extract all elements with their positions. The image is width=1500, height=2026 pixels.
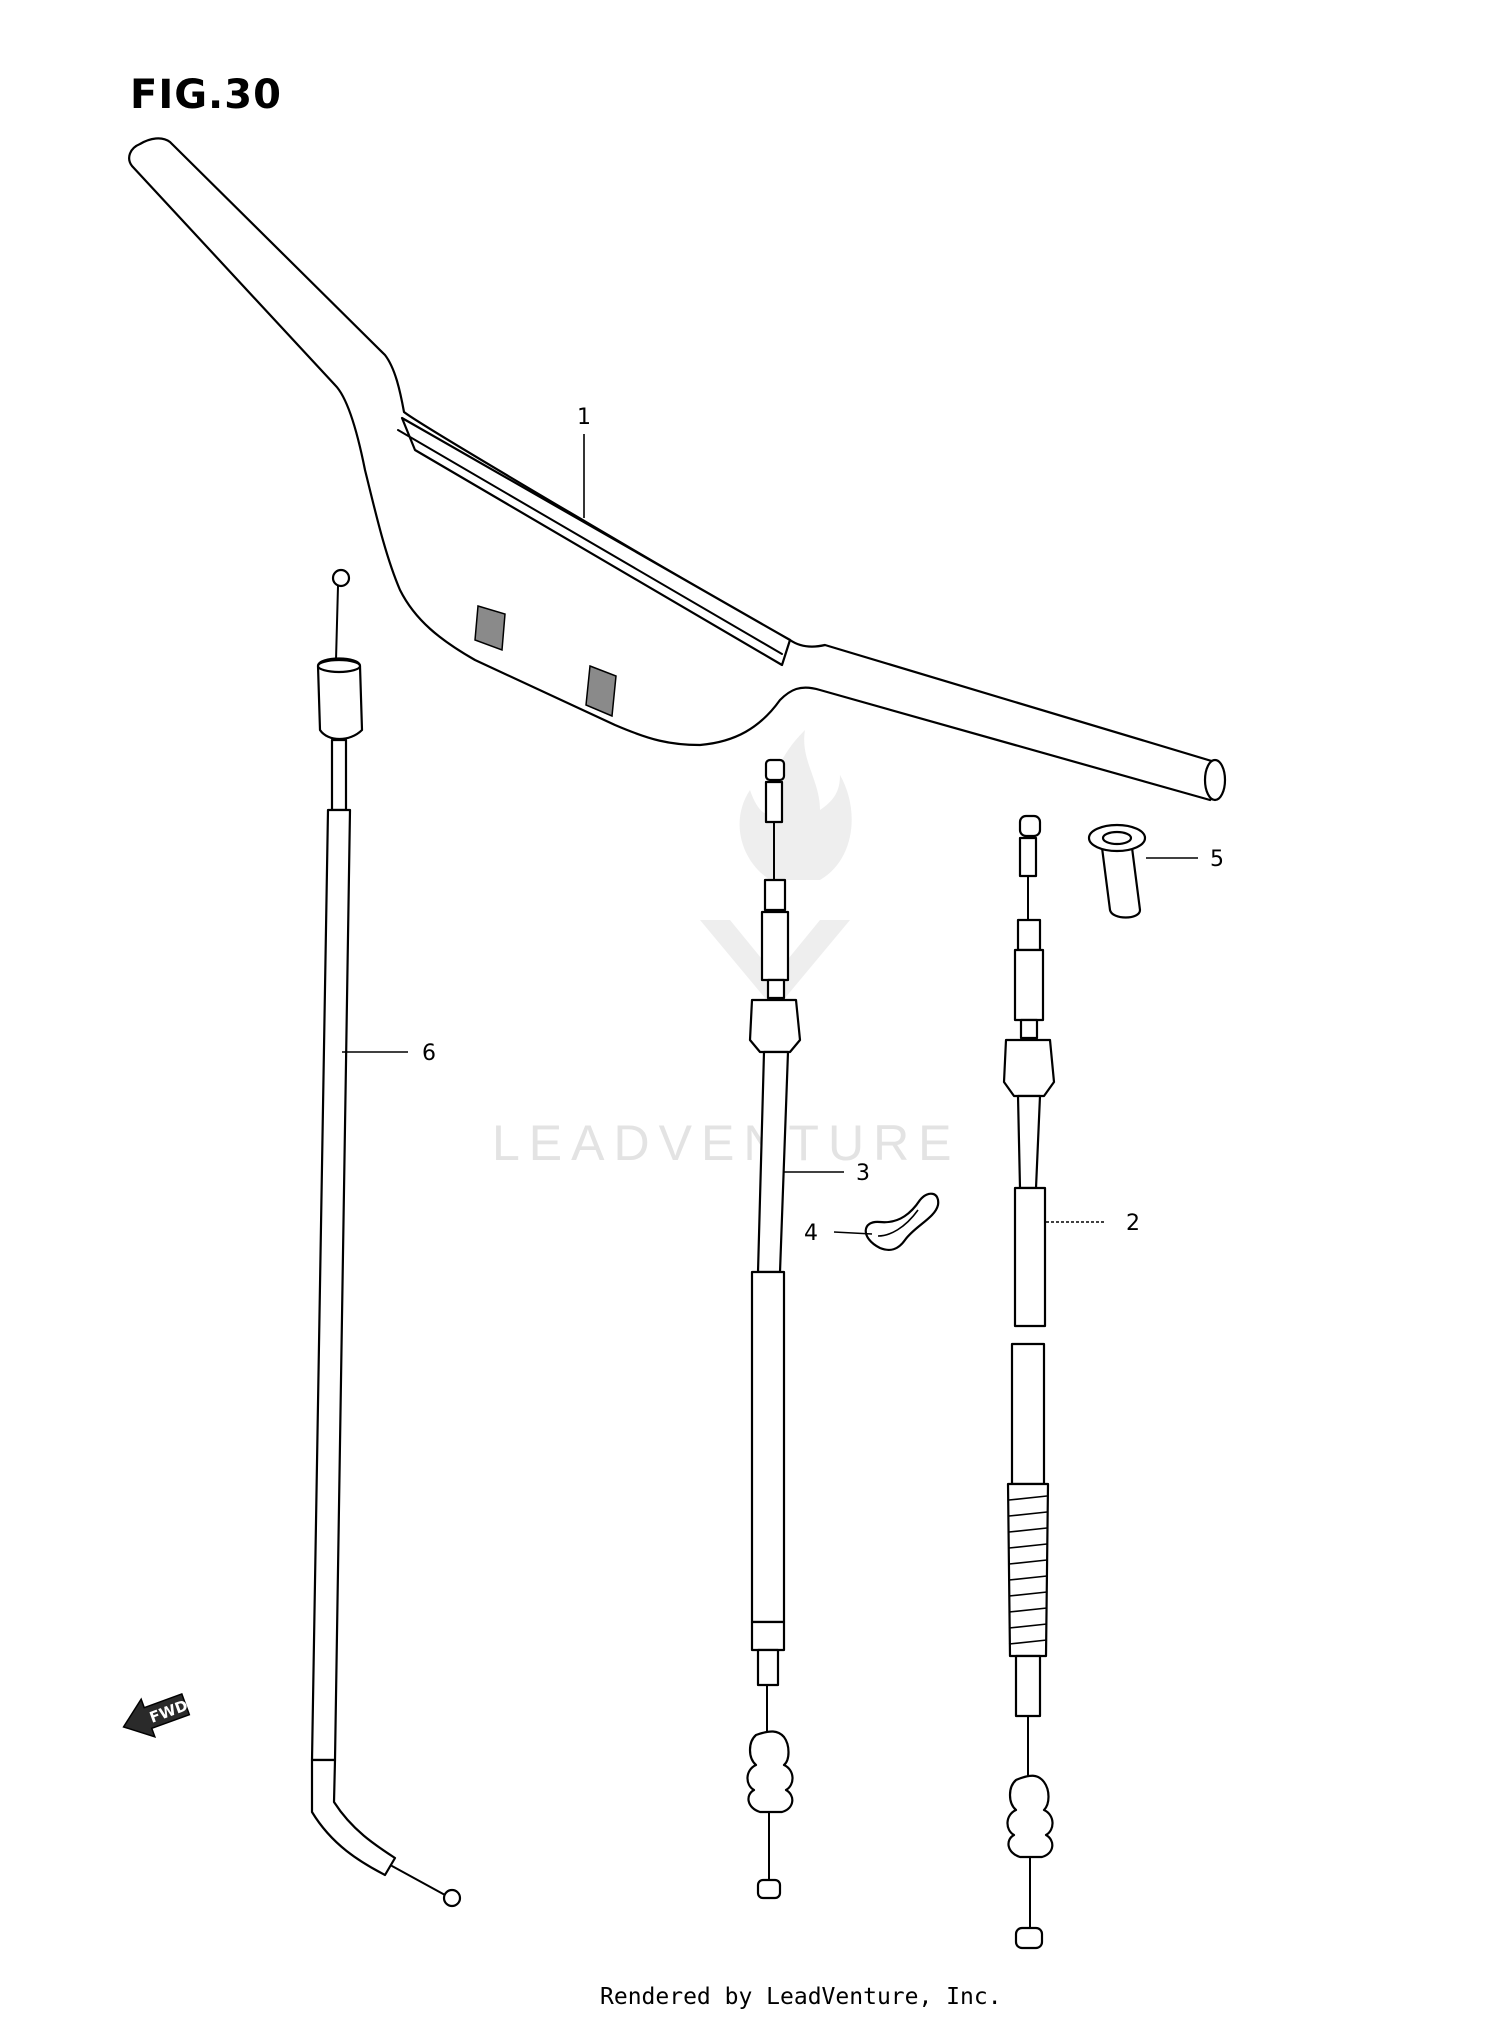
cable-3-adjuster-sleeve <box>760 910 790 982</box>
cable-2-end-sleeve <box>1014 1654 1042 1718</box>
cable-6-adjuster-top <box>316 658 362 674</box>
cable-2-adjuster-sleeve <box>1013 948 1045 1022</box>
cable-3-lower-ferrule <box>750 1620 786 1652</box>
cable-6-adjuster <box>316 657 364 741</box>
fwd-arrow-icon: FWD <box>122 1693 191 1738</box>
cap-part-5 <box>1087 823 1147 919</box>
callout-5: 5 <box>1146 847 1224 872</box>
cable-3-spring <box>766 978 786 1000</box>
handlebar-end <box>1203 758 1227 802</box>
cable-6-bend <box>310 1758 397 1877</box>
cable-6-bottom-nipple <box>442 1888 462 1908</box>
throttle-cable-part-6 <box>310 568 462 1908</box>
handlebar-knurl-left <box>474 605 506 652</box>
callout-3: 3 <box>784 1161 870 1186</box>
callout-3-label: 3 <box>856 1161 870 1186</box>
cable-2-top-end <box>1018 814 1042 838</box>
cable-part-2 <box>1002 814 1056 1950</box>
cable-2-spring <box>1019 1018 1039 1040</box>
cable-6-sleeve <box>330 738 348 812</box>
cable-3-upper-ferrule <box>763 878 787 912</box>
cable-3-locknut <box>748 998 802 1054</box>
cable-6-housing <box>310 808 352 1762</box>
callout-4-label: 4 <box>804 1221 818 1246</box>
figure-title: FIG.30 <box>130 72 282 118</box>
clip-inner <box>877 1209 919 1237</box>
cable-2-spiral-ribs <box>1008 1495 1048 1645</box>
cable-3-top-end <box>764 758 786 782</box>
callout-4: 4 <box>804 1221 873 1246</box>
callout-1-label: 1 <box>577 405 591 430</box>
clip-part-4 <box>864 1192 940 1251</box>
cable-2-locknut <box>1002 1038 1056 1098</box>
callout-2-label: 2 <box>1126 1211 1140 1236</box>
cable-3-rod <box>764 780 784 824</box>
cable-2-housing-sleeve <box>1013 1186 1047 1328</box>
handlebar-tube <box>128 137 1221 802</box>
cable-2-rod <box>1018 836 1038 878</box>
cap-opening <box>1101 830 1133 846</box>
cap-body <box>1098 830 1142 919</box>
cable-2-boot <box>1006 1774 1054 1859</box>
cable-6-bottom-wire <box>391 1865 446 1896</box>
cable-2-housing-lower <box>1010 1342 1046 1486</box>
handlebar-crossbar <box>400 416 792 667</box>
footer-credit: Rendered by LeadVenture, Inc. <box>600 1984 1002 2010</box>
watermark: LEADVENTURE <box>492 730 961 1171</box>
handlebar-part-1 <box>128 137 1227 802</box>
cable-3-bottom-end <box>756 1878 782 1900</box>
leadventure-flame-logo <box>700 730 852 1010</box>
cable-2-housing-upper <box>1016 1094 1042 1190</box>
callout-1: 1 <box>577 405 591 518</box>
clip-body <box>864 1192 940 1251</box>
cable-2-bottom-end <box>1014 1926 1044 1950</box>
watermark-text: LEADVENTURE <box>492 1115 961 1171</box>
callout-4-leader <box>833 1231 873 1235</box>
crossbar-edge <box>397 429 783 655</box>
callout-6: 6 <box>342 1041 436 1066</box>
cable-3-housing-upper <box>756 1050 790 1274</box>
cable-part-3 <box>746 758 802 1900</box>
cable-3-housing-lower <box>750 1270 786 1624</box>
cable-6-top-nipple <box>331 568 351 588</box>
callout-6-label: 6 <box>422 1041 436 1066</box>
cable-2-upper-ferrule <box>1016 918 1042 952</box>
cable-2-spiral-guard <box>1006 1482 1050 1658</box>
handlebar-knurl-right <box>585 664 617 718</box>
cable-6-inner-wire <box>335 585 339 661</box>
cable-3-boot <box>746 1730 794 1814</box>
callout-2: 2 <box>1046 1211 1140 1236</box>
callout-5-label: 5 <box>1210 847 1224 872</box>
cable-3-end-sleeve <box>756 1648 780 1687</box>
